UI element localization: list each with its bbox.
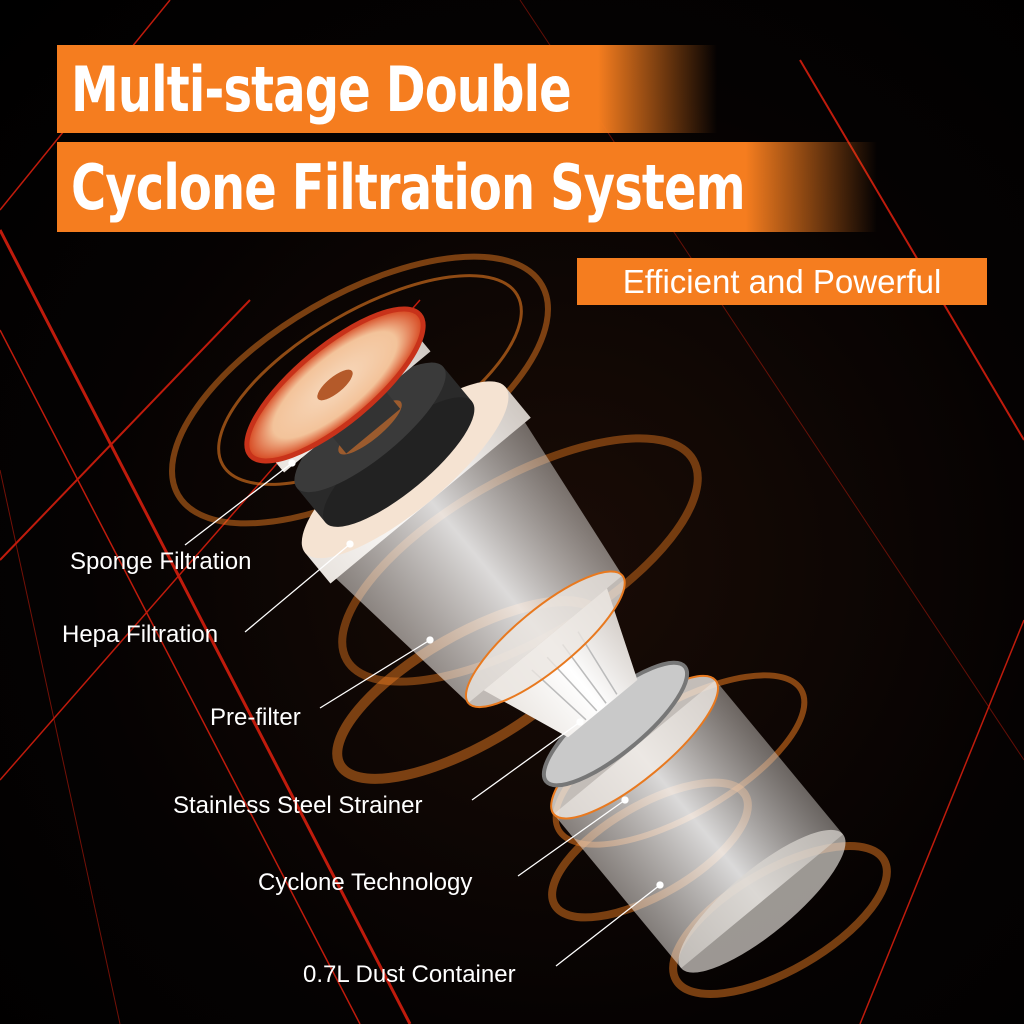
headline-line-2: Cyclone Filtration System — [57, 142, 877, 232]
headline-text-1: Multi-stage Double — [71, 52, 572, 126]
label-stainless-steel-strainer: Stainless Steel Strainer — [173, 792, 423, 819]
label-dust-container: 0.7L Dust Container — [303, 961, 516, 988]
label-sponge-filtration: Sponge Filtration — [70, 548, 252, 575]
subtitle-badge: Efficient and Powerful — [577, 258, 987, 305]
dust-container — [553, 680, 843, 969]
label-hepa-filtration: Hepa Filtration — [62, 621, 219, 648]
label-cyclone-technology: Cyclone Technology — [258, 869, 473, 896]
headline-line-1: Multi-stage Double — [57, 45, 717, 133]
leader-lines — [184, 459, 664, 967]
headline-text-2: Cyclone Filtration System — [71, 150, 746, 224]
label-pre-filter: Pre-filter — [210, 704, 301, 731]
vacuum-filter-assembly — [244, 306, 846, 973]
